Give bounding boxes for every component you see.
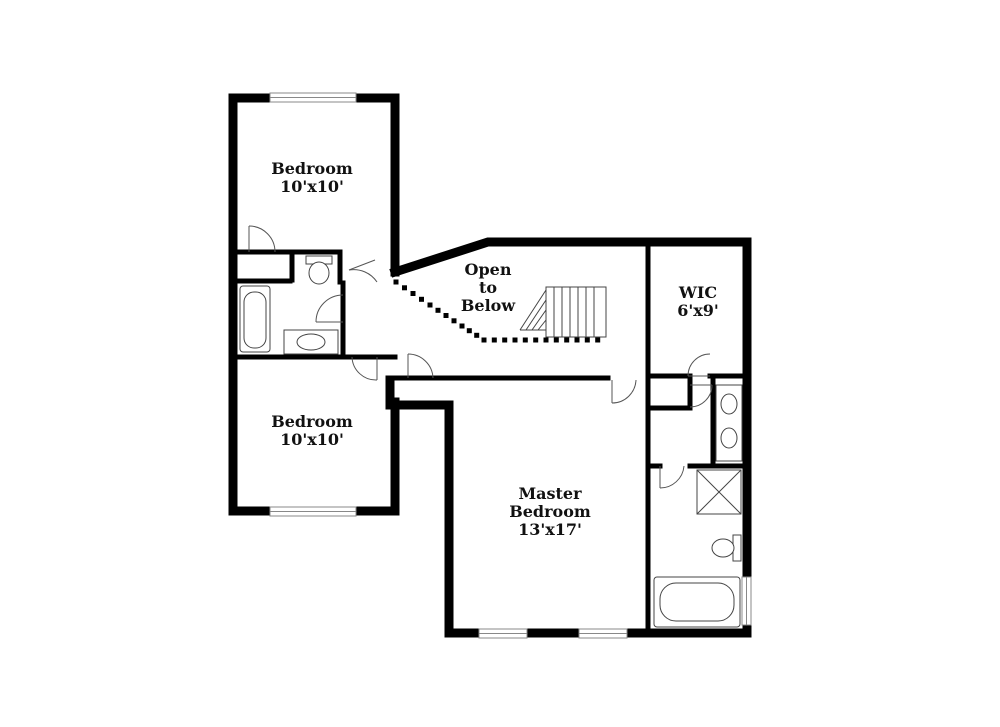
railing-post-9 [466, 328, 472, 334]
railing-post-5 [435, 307, 441, 313]
railing-post-12 [491, 337, 497, 343]
door-master-bath[interactable] [659, 465, 685, 489]
railing-post-15 [522, 337, 528, 343]
sink-master-1 [720, 393, 738, 415]
railing-post-11 [481, 337, 487, 343]
master-bedroom-line-2: Bedroom [509, 502, 591, 521]
open-to-below-line-3: Below [461, 296, 516, 315]
bathtub-master-inner [659, 582, 735, 622]
railing-post-6 [443, 313, 449, 318]
bedroom-bottom-size: 10'x10' [280, 430, 344, 449]
bedroom-top-name: Bedroom [271, 159, 353, 178]
railing-post-21 [584, 337, 590, 343]
fixtures [239, 255, 743, 628]
wic-name: WIC [678, 283, 717, 302]
master-bedroom-line-3: 13'x17' [518, 520, 582, 539]
doors [248, 225, 713, 489]
master-bedroom-line-1: Master [518, 484, 582, 503]
railing-post-8 [459, 323, 465, 329]
railing-post-2 [410, 291, 416, 296]
window-master-bath [741, 576, 752, 626]
door-master[interactable] [611, 379, 637, 404]
staircase [519, 286, 607, 338]
bedroom-top-size: 10'x10' [280, 177, 344, 196]
stair-railing [393, 279, 601, 343]
window-top-bedroom [269, 92, 357, 103]
railing-post-14 [512, 337, 518, 343]
railing-post-18 [553, 337, 559, 343]
railing-post-3 [419, 296, 424, 302]
wall-closet-top [234, 249, 343, 285]
railing-post-13 [502, 337, 508, 343]
door-hall-closet[interactable] [407, 353, 434, 379]
interior-walls [234, 242, 748, 633]
door-wic-closet[interactable] [689, 384, 713, 408]
wall-left-wing [228, 93, 400, 516]
bathtub-hall-inner [243, 291, 267, 349]
open-to-below-line-1: Open [465, 260, 512, 279]
door-closet-top[interactable] [248, 225, 276, 253]
wic-size: 6'x9' [677, 301, 719, 320]
window-bottom-bedroom [269, 506, 357, 517]
railing-post-10 [474, 332, 480, 338]
sink-hall [296, 333, 326, 351]
door-bath-left[interactable] [315, 294, 344, 323]
railing-post-16 [533, 337, 539, 343]
door-top-bedroom[interactable] [348, 259, 378, 283]
railing-post-20 [574, 337, 580, 343]
open-to-below-line-2: to [479, 278, 497, 297]
railing-post-22 [595, 337, 601, 343]
shower-x-2 [696, 469, 742, 515]
railing-post-19 [564, 337, 570, 343]
bedroom-bottom-name: Bedroom [271, 412, 353, 431]
railing-post-1 [402, 285, 407, 291]
toilet-hall [308, 261, 330, 285]
wall-upper-right [389, 237, 752, 638]
railing-post-7 [451, 318, 457, 324]
door-wic[interactable] [687, 353, 711, 377]
toilet-master [711, 538, 735, 558]
windows [269, 92, 752, 639]
window-master-1 [478, 628, 528, 639]
door-bottom-bedroom[interactable] [351, 356, 378, 381]
railing-post-0 [393, 279, 399, 285]
railing-post-17 [543, 337, 549, 343]
window-master-2 [578, 628, 628, 639]
railing-post-4 [427, 302, 433, 308]
room-labels: Bedroom 10'x10' Bedroom 10'x10' Open to … [271, 159, 719, 539]
sink-master-2 [720, 427, 738, 449]
